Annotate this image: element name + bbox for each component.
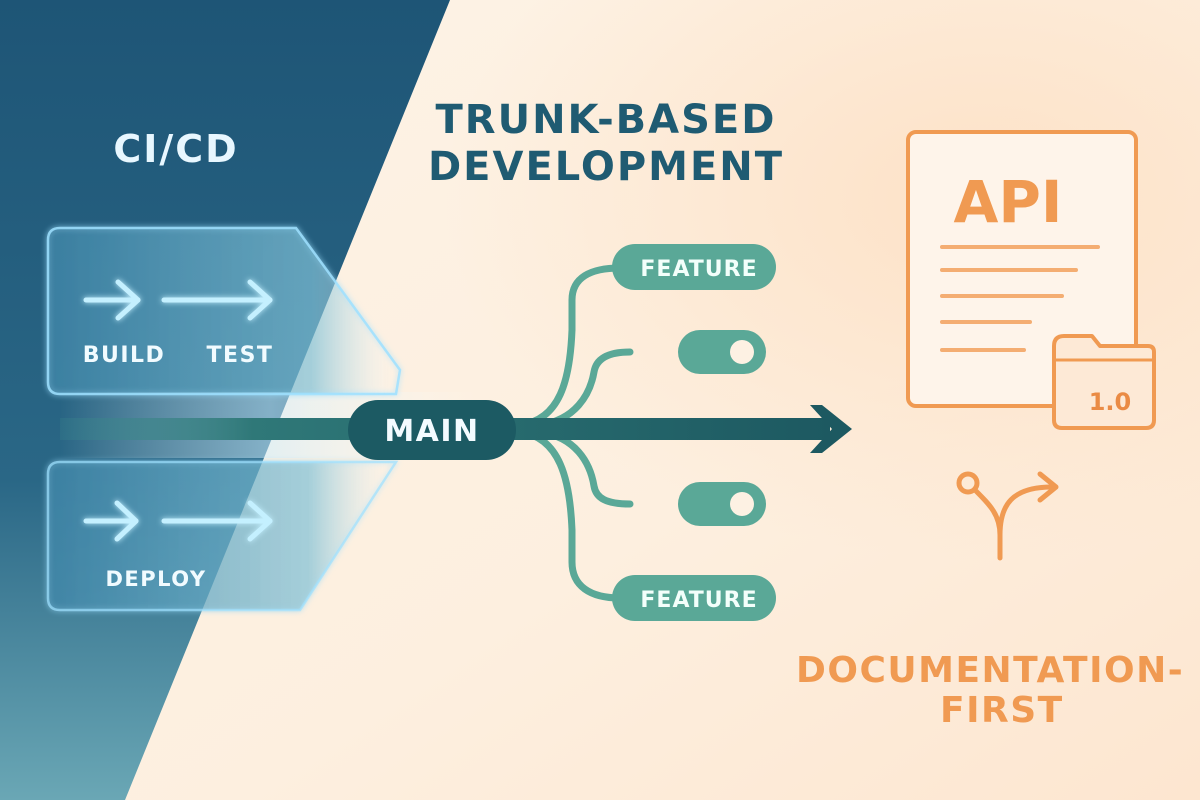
build-label: BUILD xyxy=(83,343,166,368)
trunk-title-line1: TRUNK-BASED xyxy=(436,97,777,143)
deploy-arrow-icon xyxy=(83,500,273,542)
deploy-label: DEPLOY xyxy=(105,567,206,591)
api-doc-title: API xyxy=(954,168,1063,236)
trunk-title-line2: DEVELOPMENT xyxy=(428,144,784,190)
build-arrow-icon xyxy=(83,279,141,321)
main-label: MAIN xyxy=(384,414,479,449)
version-label: 1.0 xyxy=(1089,388,1132,416)
feature-top-pill: FEATURE xyxy=(612,244,776,290)
docs-title-line1: DOCUMENTATION- xyxy=(796,650,1184,691)
test-arrow-icon xyxy=(161,279,273,321)
cicd-card-build-test xyxy=(46,226,402,396)
cicd-card-deploy xyxy=(46,460,399,612)
feature-bottom-pill: FEATURE xyxy=(612,575,776,621)
feature-bottom-label: FEATURE xyxy=(640,588,757,613)
docs-title-line2: FIRST xyxy=(940,690,1064,731)
cicd-title: CI/CD xyxy=(113,127,238,171)
branch-toggle-bottom xyxy=(678,482,766,526)
main-pill: MAIN xyxy=(348,400,516,460)
trunk-arrow-head-icon xyxy=(810,405,852,453)
test-label: TEST xyxy=(207,343,274,368)
branch-toggle-top xyxy=(678,330,766,374)
git-branch-icon xyxy=(956,471,1059,561)
feature-top-label: FEATURE xyxy=(640,257,757,282)
feature-branches xyxy=(516,264,634,602)
version-folder-icon: 1.0 xyxy=(1052,334,1156,430)
